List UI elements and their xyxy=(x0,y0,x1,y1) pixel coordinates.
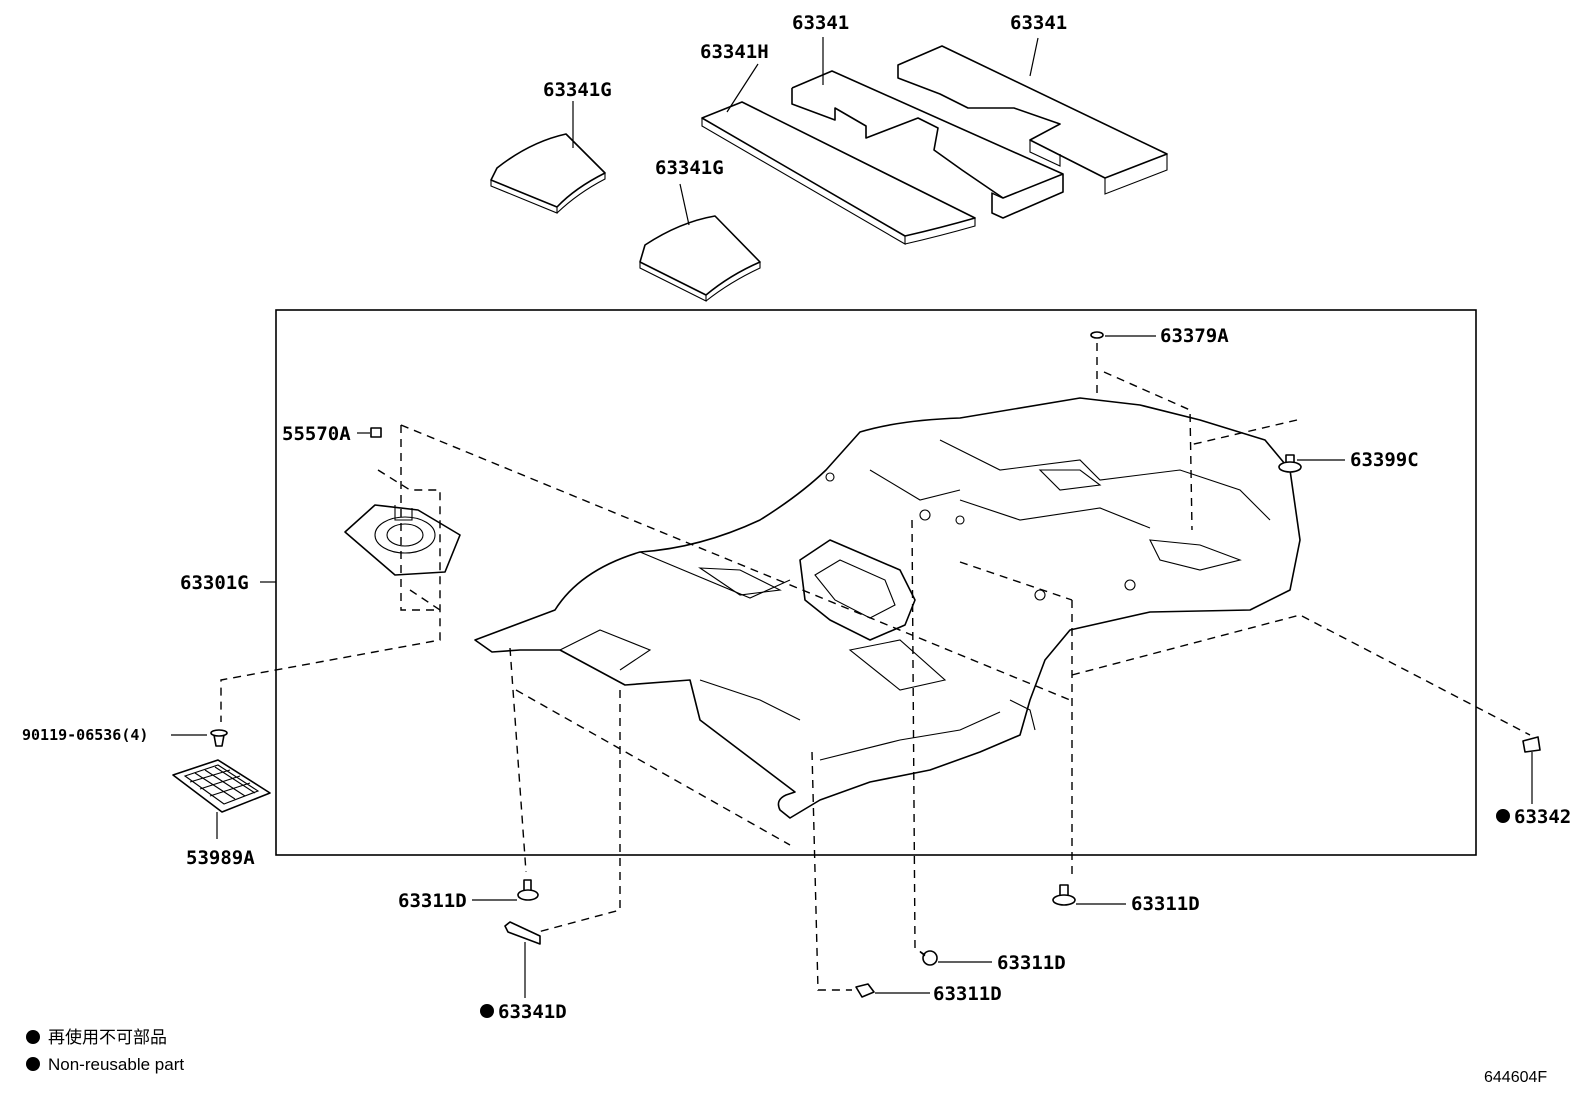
dome-lamp-base xyxy=(344,504,461,576)
clip-63311D-2 xyxy=(1052,884,1076,906)
drawing-number: 644604F xyxy=(1484,1069,1547,1086)
clip-63311D-1 xyxy=(517,879,539,901)
legend: 再使用不可部品 Non-reusable part xyxy=(26,1027,184,1074)
label-63341D: 63341D xyxy=(498,1001,567,1023)
label-63341H: 63341H xyxy=(700,41,769,63)
label-63341-a: 63341 xyxy=(792,12,849,34)
pad-63341H xyxy=(701,101,976,245)
clip-63399C xyxy=(1278,454,1302,473)
label-63311D-d: 63311D xyxy=(933,983,1002,1005)
label-63301G: 63301G xyxy=(180,572,249,594)
leader-lines xyxy=(171,37,1533,998)
label-63311D-a: 63311D xyxy=(398,890,467,912)
label-63341G-b: 63341G xyxy=(655,157,724,179)
label-63311D-b: 63311D xyxy=(1131,893,1200,915)
pad-63341-left xyxy=(791,70,1064,219)
label-63379A: 63379A xyxy=(1160,325,1229,347)
label-53989A: 53989A xyxy=(186,847,255,869)
stopper-63342 xyxy=(1522,736,1541,753)
pad-63341G-mid xyxy=(639,215,761,302)
installation-lines xyxy=(220,343,1531,991)
legend-text-en: Non-reusable part xyxy=(48,1055,184,1074)
grille-53989A xyxy=(172,759,271,813)
clip-63379A xyxy=(1090,331,1104,339)
legend-bullet-jp xyxy=(26,1030,40,1044)
clip-55570A xyxy=(370,427,382,438)
clip-63311D-4 xyxy=(855,983,875,998)
label-63311D-c: 63311D xyxy=(997,952,1066,974)
label-63341G-a: 63341G xyxy=(543,79,612,101)
label-63341-b: 63341 xyxy=(1010,12,1067,34)
label-55570A: 55570A xyxy=(282,423,351,445)
screw-90119 xyxy=(210,729,228,747)
label-90119-06536: 90119-06536(4) xyxy=(22,726,148,744)
pad-63341-right xyxy=(897,45,1168,195)
roof-headliner xyxy=(474,397,1301,819)
non-reusable-marker-63342 xyxy=(1496,809,1510,823)
legend-bullet-en xyxy=(26,1057,40,1071)
foam-63341D xyxy=(504,921,541,945)
label-63342: 63342 xyxy=(1514,806,1571,828)
legend-text-jp: 再使用不可部品 xyxy=(48,1027,167,1047)
label-63399C: 63399C xyxy=(1350,449,1419,471)
non-reusable-marker-63341D xyxy=(480,1004,494,1018)
pad-63341G-left xyxy=(490,133,606,214)
